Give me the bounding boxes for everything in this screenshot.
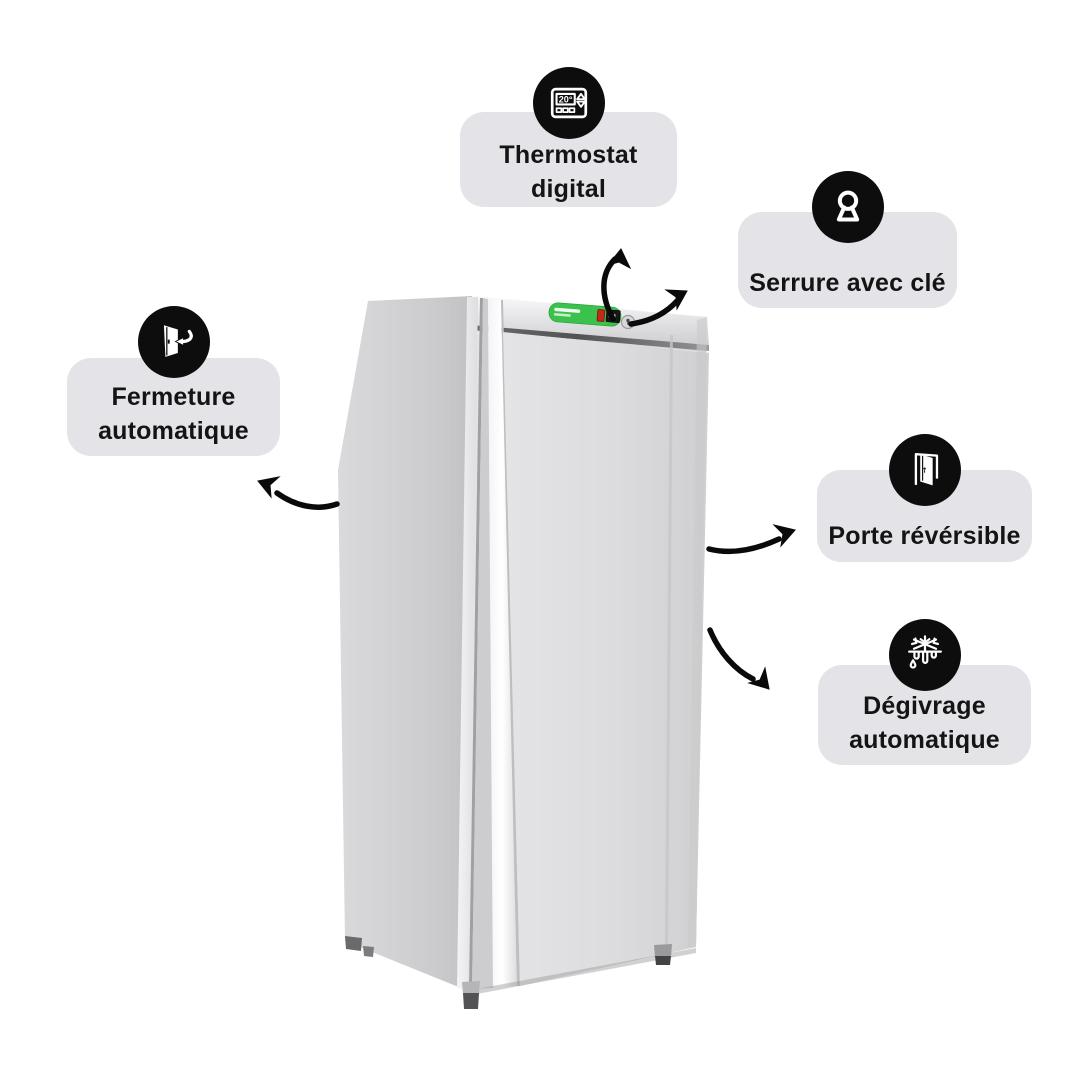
front-corner-strip [457, 297, 478, 990]
bottom-edge-shadow [466, 948, 696, 996]
arrow-to-fermeture [257, 476, 340, 510]
feature-porte-reversible: Porte révérsible [817, 434, 1032, 562]
feature-label: Porte révérsible [828, 522, 1021, 550]
fridge-foot [363, 946, 374, 957]
handle-edge-line [501, 300, 520, 986]
fridge-side-panel [338, 296, 472, 990]
arrow-to-degivrage [707, 627, 770, 690]
fridge-feet [345, 936, 672, 1009]
fridge-foot [345, 936, 362, 951]
feature-degivrage-automatique: Dégivrage automatique [818, 619, 1031, 765]
defrost-melting-icon [888, 619, 961, 691]
feature-label: automatique [849, 726, 1000, 754]
arrow-to-porte [706, 524, 796, 555]
fridge-foot [463, 993, 479, 1009]
arrow-to-serrure [628, 289, 688, 327]
keyhole-icon [811, 171, 884, 243]
band-shadow-line [471, 325, 709, 351]
panel-brand-marks [553, 313, 571, 317]
arrow-to-thermostat [601, 248, 632, 322]
feature-thermostat-digital: 20° Thermostat digital [460, 67, 677, 207]
door-right-shading [688, 317, 707, 948]
fridge-foot [462, 981, 480, 994]
door-seam-line [665, 335, 673, 947]
feature-label: Fermeture [111, 383, 236, 411]
door-frame-strip [472, 298, 493, 989]
door-open-icon [888, 434, 961, 506]
feature-label: Thermostat [499, 141, 638, 169]
door-closing-icon [137, 306, 210, 378]
fridge-foot [655, 956, 671, 965]
door-handle-groove [488, 299, 517, 988]
thermostat-display-value: 20° [558, 95, 572, 105]
feature-serrure-avec-cle: Serrure avec clé [738, 171, 957, 308]
fridge-foot [654, 944, 672, 957]
panel-brand-marks [554, 307, 581, 313]
power-switch [596, 309, 606, 322]
thermostat-icon: 20° [532, 67, 605, 139]
feature-fermeture-automatique: Fermeture automatique [67, 306, 280, 456]
feature-label: Serrure avec clé [749, 269, 946, 297]
door-gap-line [469, 298, 483, 989]
feature-label: automatique [98, 417, 249, 445]
feature-label: digital [530, 175, 606, 203]
fridge-door [503, 332, 709, 986]
feature-label: Dégivrage [863, 692, 986, 720]
